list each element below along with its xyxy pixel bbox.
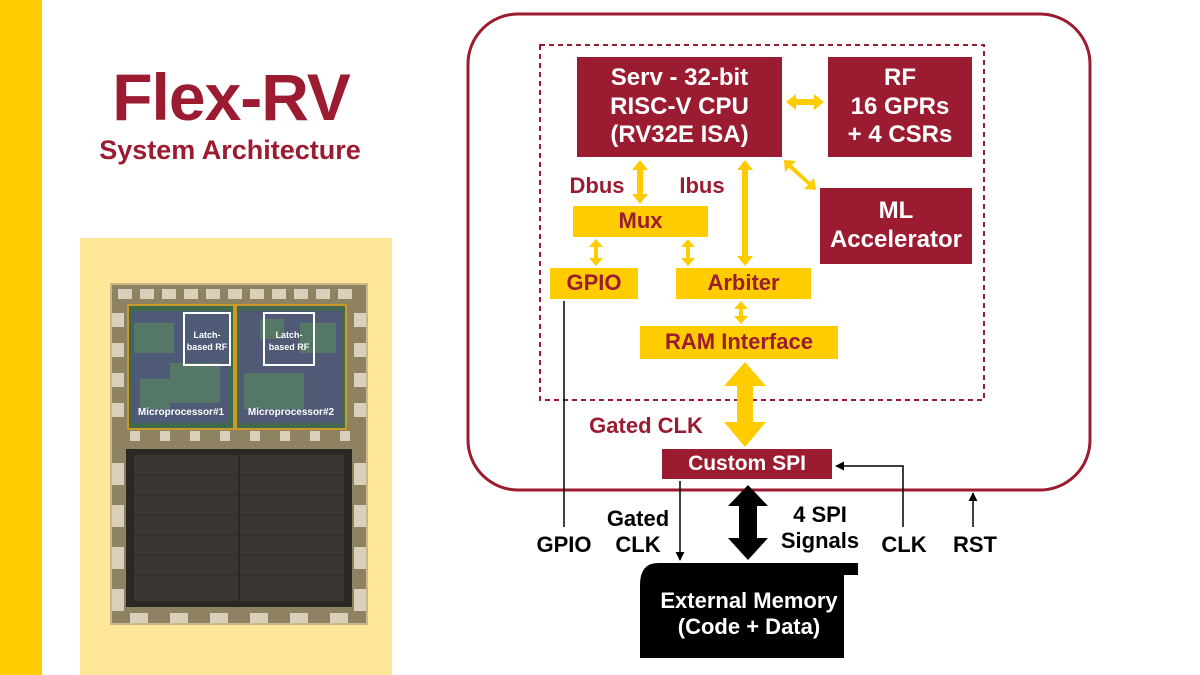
clk-pin-label: CLK xyxy=(881,531,927,557)
core-label-1: Microprocessor#1 xyxy=(138,407,225,418)
mux-block xyxy=(573,206,708,237)
ram-interface-label: RAM Interface xyxy=(665,329,813,355)
ibus-label: Ibus xyxy=(679,172,725,198)
dbus-arrow xyxy=(632,160,648,204)
gated-clk-pin-label: Gated CLK xyxy=(606,505,670,557)
ram-spi-arrow xyxy=(724,362,766,447)
latch-rf-box-2 xyxy=(263,312,315,366)
gpio-block xyxy=(550,268,638,299)
arbiter-label: Arbiter xyxy=(707,270,780,296)
gpio-block-label: GPIO xyxy=(566,270,622,296)
accent-bar xyxy=(0,0,42,675)
external-memory-label: External Memory (Code + Data) xyxy=(660,587,838,639)
external-memory-block xyxy=(640,563,858,658)
ml-accelerator-block xyxy=(820,188,972,264)
rst-pin-label: RST xyxy=(953,531,997,557)
gated-clk-internal-label: Gated CLK xyxy=(589,412,703,438)
chip-die-photo: Latch-based RF Latch-based RF Microproce… xyxy=(110,283,368,625)
mux-label: Mux xyxy=(618,208,663,234)
ram-interface-block xyxy=(640,326,838,359)
custom-spi-label: Custom SPI xyxy=(688,452,806,476)
clk-wire xyxy=(835,461,904,527)
slide-title: Flex-RV xyxy=(112,60,351,134)
chip-die-graphic: Latch-based RF Latch-based RF Microproce… xyxy=(110,283,368,625)
rf-label-2: Latch-based RF xyxy=(269,330,310,352)
slide-subtitle: System Architecture xyxy=(99,135,361,165)
cpu-block xyxy=(577,57,782,157)
bond-pads xyxy=(112,289,366,623)
cpu-ml-arrow xyxy=(784,160,816,190)
architecture-diagram: Serv - 32-bit RISC-V CPU (RV32E ISA) RF … xyxy=(440,0,1200,675)
rf-block xyxy=(828,57,972,157)
core-boundary xyxy=(539,44,985,401)
diagram-graphics xyxy=(466,12,1092,658)
latch-rf-box-1 xyxy=(183,312,231,366)
cpu-label: Serv - 32-bit RISC-V CPU (RV32E ISA) xyxy=(610,63,749,149)
external-wires xyxy=(563,301,978,561)
ibus-arrow xyxy=(737,160,753,266)
spi-signals-arrow xyxy=(728,485,768,560)
arbiter-ram-arrow xyxy=(734,301,748,324)
dbus-label: Dbus xyxy=(569,172,625,198)
gpio-pin-label: GPIO xyxy=(536,531,592,557)
chip-boundary xyxy=(466,12,1092,492)
mux-gpio-arrow xyxy=(589,239,603,266)
mux-arbiter-arrow xyxy=(681,239,695,266)
gold-arrows xyxy=(589,94,824,447)
spi-signals-label: 4 SPI Signals xyxy=(780,501,860,553)
arbiter-block xyxy=(676,268,811,299)
rf-label-1: Latch-based RF xyxy=(187,330,228,352)
ml-accelerator-label: ML Accelerator xyxy=(829,197,963,253)
rf-label: RF 16 GPRs + 4 CSRs xyxy=(847,63,953,149)
custom-spi-block xyxy=(662,449,832,479)
core-label-2: Microprocessor#2 xyxy=(248,407,335,418)
cpu-rf-arrow xyxy=(786,94,824,110)
